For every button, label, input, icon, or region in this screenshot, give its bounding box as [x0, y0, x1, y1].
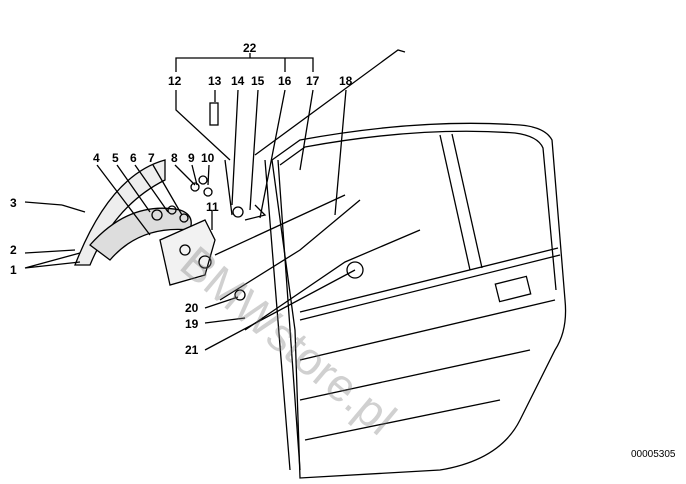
part-label-1: 1 — [10, 263, 17, 277]
part-label-14: 14 — [231, 74, 245, 88]
part-label-19: 19 — [185, 317, 199, 331]
part-label-9: 9 — [188, 151, 195, 165]
part-label-7: 7 — [148, 151, 155, 165]
part-label-11: 11 — [206, 200, 219, 214]
part-label-18: 18 — [339, 74, 353, 88]
part-label-22: 22 — [243, 41, 257, 55]
part-label-16: 16 — [278, 74, 292, 88]
part-label-2: 2 — [10, 243, 17, 257]
part-label-8: 8 — [171, 151, 178, 165]
part-label-12: 12 — [168, 74, 182, 88]
part-label-20: 20 — [185, 301, 199, 315]
part-label-5: 5 — [112, 151, 119, 165]
part-label-10: 10 — [201, 151, 215, 165]
part-label-21: 21 — [185, 343, 199, 357]
part-label-4: 4 — [93, 151, 100, 165]
part-label-3: 3 — [10, 196, 17, 210]
diagram-code: 00005305 — [631, 449, 676, 460]
part-label-17: 17 — [306, 74, 320, 88]
part-label-6: 6 — [130, 151, 137, 165]
part-label-13: 13 — [208, 74, 222, 88]
part-label-15: 15 — [251, 74, 265, 88]
